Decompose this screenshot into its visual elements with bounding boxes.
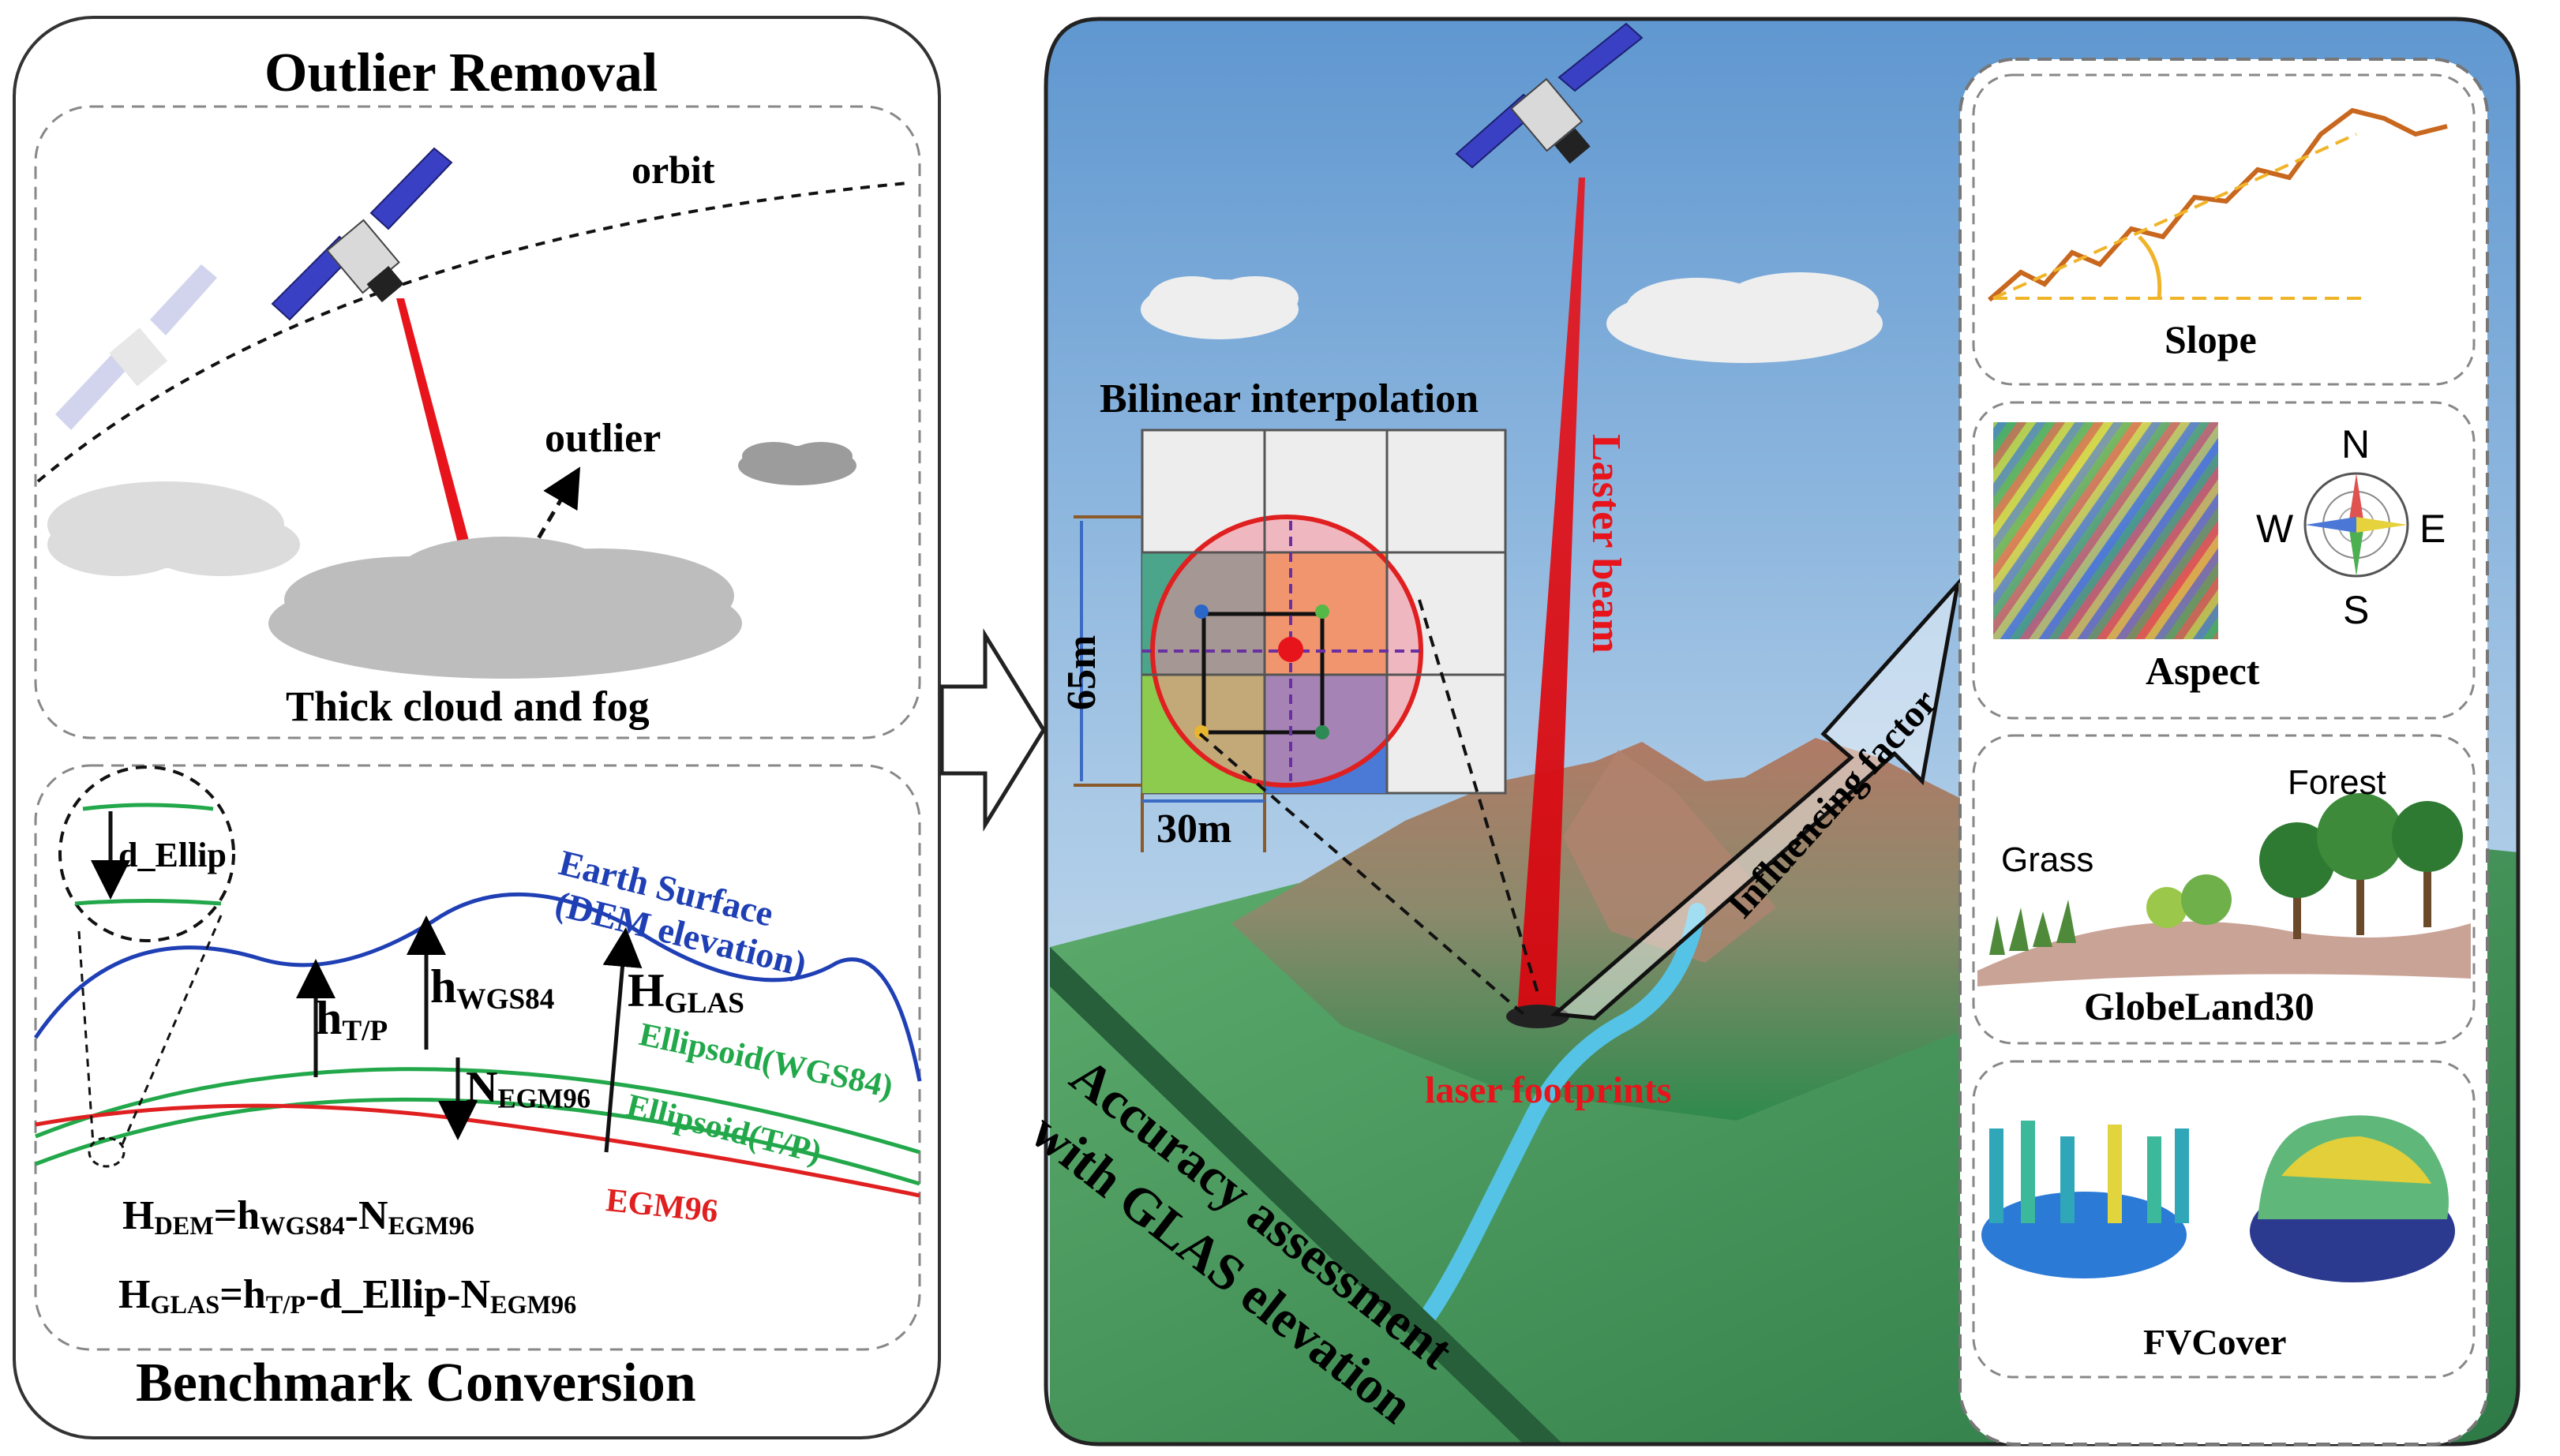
zoom-dash-2 <box>1198 732 1525 1016</box>
flow-arrow-icon <box>939 628 1046 832</box>
d-ellip-zoom-circle <box>58 765 235 942</box>
ghost-satellite-icon <box>55 264 217 430</box>
cloud-icon-center-2 <box>1606 272 1883 363</box>
f1-t1: h <box>237 1193 260 1238</box>
influencing-factor-arrow <box>1550 577 1962 1020</box>
zoom-inner-green-1 <box>82 803 214 811</box>
bilinear-grid <box>1074 429 1507 852</box>
h-tp-label: hT/P <box>316 994 388 1046</box>
center-panel-frame <box>1044 17 2521 1447</box>
laser-footprint-ellipse <box>1506 1005 1569 1028</box>
point-cloud-icon-2 <box>2250 1115 2455 1282</box>
f2-t2: N <box>460 1272 491 1317</box>
thick-cloud-icon <box>268 537 742 679</box>
compass-icon <box>2303 472 2409 578</box>
cloud-icon-center-1 <box>1141 276 1299 339</box>
earth-surface-curve <box>33 892 922 1082</box>
zoom-inner-green-2 <box>74 899 222 906</box>
forest-label: Forest <box>2288 763 2386 802</box>
left-panel <box>13 16 941 1439</box>
globeland-ground <box>1977 921 2471 986</box>
compass-n: N <box>2341 422 2371 466</box>
dim-65m-label: 65m <box>1059 634 1104 710</box>
h-tp-sub: T/P <box>342 1015 388 1048</box>
f2-eq: = <box>219 1272 243 1317</box>
small-cloud-icon <box>738 442 856 485</box>
river <box>1412 903 1706 1334</box>
f1-t1-sub: WGS84 <box>260 1211 345 1241</box>
f2-t1: h <box>242 1272 266 1317</box>
outlier-removal-box <box>34 105 921 739</box>
grass-icon <box>1989 900 2076 955</box>
point-cloud-icon-1 <box>1981 1121 2189 1278</box>
f1-eq: = <box>213 1193 238 1238</box>
slope-box <box>1972 73 2476 386</box>
outlier-removal-title: Outlier Removal <box>264 43 658 103</box>
h-glas-sub: GLAS <box>664 987 744 1020</box>
h-glas-label: HGLAS <box>628 967 744 1018</box>
f2-t2-sub: EGM96 <box>490 1290 577 1319</box>
dim-30m-label: 30m <box>1156 807 1232 852</box>
satellite-icon <box>271 147 453 321</box>
n-egm96-label: NEGM96 <box>466 1065 590 1113</box>
fvcover-label: FVCover <box>2143 1322 2287 1362</box>
n-egm96-base: N <box>466 1063 498 1112</box>
aspect-label: Aspect <box>2146 649 2260 693</box>
f2-t1-sub: T/P <box>265 1290 305 1319</box>
benchmark-conversion-title: Benchmark Conversion <box>136 1353 696 1413</box>
ellipsoid-wgs84-curve <box>35 1067 920 1155</box>
f1-lhs: H <box>122 1193 155 1238</box>
formula-h-dem: HDEM=hWGS84-NEGM96 <box>122 1193 474 1241</box>
globeland-label: GlobeLand30 <box>2084 984 2314 1028</box>
benchmark-box <box>34 764 921 1351</box>
terrain-slab-side <box>1050 947 1563 1444</box>
f1-t2-sub: EGM96 <box>388 1211 474 1241</box>
f1-minus: - <box>344 1193 359 1238</box>
forest-icon <box>2146 793 2463 939</box>
h-glas-arrow <box>602 927 643 1153</box>
right-panel <box>1958 58 2489 1446</box>
h-wgs84-label: hWGS84 <box>430 963 554 1014</box>
compass-s: S <box>2343 588 2370 632</box>
d-ellip-label: d_Ellip <box>118 836 227 874</box>
orbit-label: orbit <box>632 148 715 192</box>
ellipsoid-tp-curve <box>35 1097 920 1186</box>
cloud-icon <box>47 481 300 576</box>
slope-angle-icon <box>2138 235 2162 299</box>
satellite-icon-center <box>1455 22 1644 169</box>
grass-label: Grass <box>2001 840 2094 879</box>
h-wgs84-base: h <box>430 960 457 1012</box>
zoom-dash-1 <box>1418 599 1541 999</box>
laser-beam-center <box>1517 178 1585 1014</box>
h-tp-base: h <box>316 992 343 1044</box>
laser-footprints-label: laser footprints <box>1425 1069 1672 1111</box>
f2-mid: -d_Ellip- <box>305 1272 461 1317</box>
compass-e: E <box>2419 507 2446 551</box>
f2-lhs-sub: GLAS <box>150 1290 220 1319</box>
outlier-label: outlier <box>545 416 662 461</box>
orbit-path <box>36 182 909 483</box>
n-egm96-sub: EGM96 <box>497 1083 591 1114</box>
f1-lhs-sub: DEM <box>154 1211 214 1241</box>
formula-h-glas: HGLAS=hT/P-d_Ellip-NEGM96 <box>118 1272 577 1319</box>
f2-lhs: H <box>118 1272 151 1317</box>
zoom-source-ellipse <box>88 1136 126 1168</box>
thick-cloud-label: Thick cloud and fog <box>286 683 650 730</box>
h-wgs84-sub: WGS84 <box>456 983 555 1016</box>
h-glas-base: H <box>628 964 665 1016</box>
terrain-ridge <box>1563 750 1776 963</box>
slope-label: Slope <box>2165 317 2257 361</box>
zoom-connector-1 <box>77 930 95 1145</box>
laser-beam-label: Laster beam <box>1584 434 1629 653</box>
f1-t2: N <box>358 1193 388 1238</box>
bilinear-title: Bilinear interpolation <box>1100 376 1479 421</box>
compass-w: W <box>2256 507 2294 551</box>
slope-trend <box>1992 133 2357 300</box>
